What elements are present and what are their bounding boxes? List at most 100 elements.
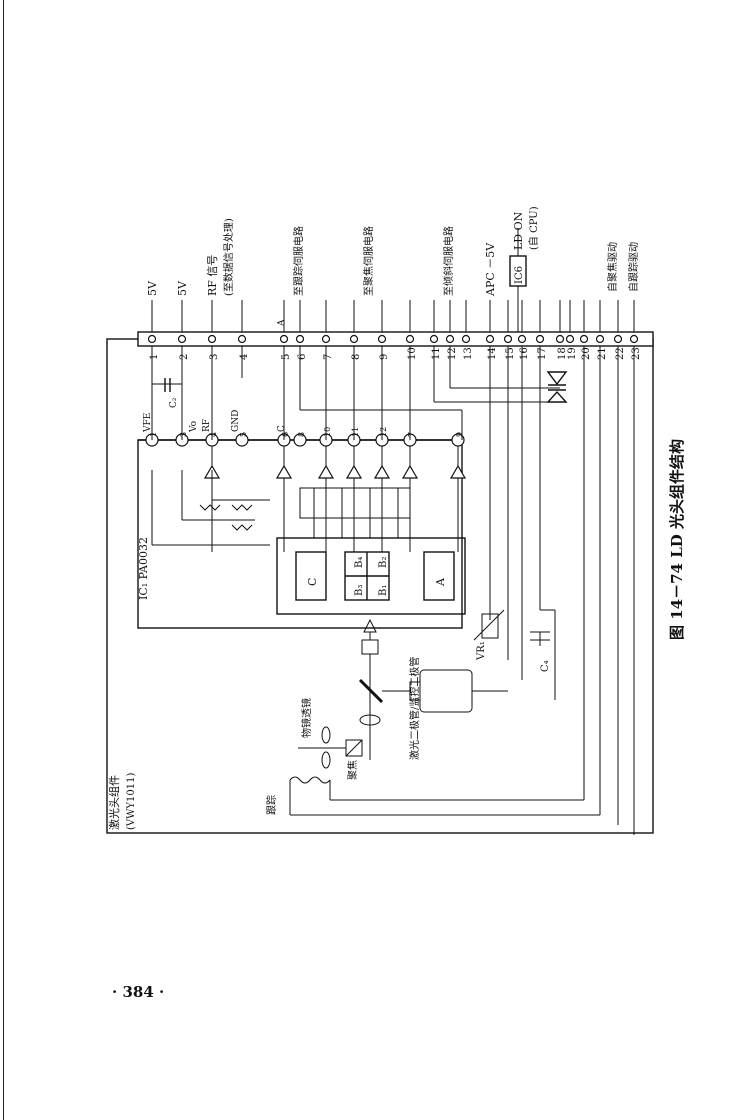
connector-pin-label: 14	[487, 347, 498, 360]
signal-ld-on: LD ON	[512, 211, 525, 250]
photodiode-b2-label: B₂	[378, 557, 389, 568]
connector-pin-label: 22	[615, 347, 626, 360]
connector-pin-20	[579, 334, 589, 344]
ic-pin-gnd: GND	[231, 410, 241, 432]
connector-pin-label: 18	[557, 347, 568, 360]
connector-pin-label: 4	[239, 354, 250, 360]
connector-pin-label: 10	[407, 347, 418, 360]
signal-track-drive: 自跟踪驱动	[627, 242, 640, 292]
label-objective: 物镜透镜	[300, 698, 313, 738]
photodiode-b3-label: B₃	[354, 585, 365, 596]
label-tracking: 跟踪	[265, 795, 278, 815]
photodiode-a	[423, 551, 455, 601]
ic1-label: IC₁ PA0032	[137, 537, 150, 600]
connector-a: A	[277, 319, 287, 327]
connector-pin-14	[485, 334, 495, 344]
connector-pin-label: 19	[567, 347, 578, 360]
connector-pin-23	[629, 334, 639, 344]
connector-pin-label: 17	[537, 347, 548, 360]
tilt-diodes	[546, 371, 568, 403]
page-border-line	[3, 0, 4, 1120]
signal-rf-note: (至数据信号处理)	[222, 218, 235, 296]
connector-pin-5	[279, 334, 289, 344]
connector-pin-label: 15	[505, 347, 516, 360]
ic-pin-label: 8	[297, 432, 306, 437]
signal-ld-on-note: (自 CPU)	[527, 206, 540, 250]
connector-pin-10	[405, 334, 415, 344]
photodiode-c	[295, 551, 327, 601]
ic-pin-8	[293, 433, 307, 447]
connector-pin-3	[207, 334, 217, 344]
amplifier	[449, 464, 467, 479]
amplifier	[275, 464, 293, 479]
connector-pin-label: 12	[447, 347, 458, 360]
ic-pin-vo: Vo	[189, 421, 199, 433]
signal-tilt-servo: 至倾斜伺服电路	[442, 226, 455, 296]
connector-pin-label: 8	[351, 354, 362, 360]
connector-pin-16	[517, 334, 527, 344]
ic-pin-c: C	[277, 425, 287, 432]
connector-pin-label: 5	[281, 354, 292, 360]
connector-pin-15	[503, 334, 513, 344]
connector-pin-7	[321, 334, 331, 344]
connector-pin-label: 16	[519, 347, 530, 360]
ic-pin-label: 10	[323, 427, 332, 437]
ic-pin-label: 4	[209, 432, 218, 437]
ic-pin-label: 11	[351, 427, 360, 437]
connector-pin-1	[147, 334, 157, 344]
ic-pin-label: 12	[379, 427, 388, 437]
amplifier	[345, 464, 363, 479]
optical-path	[289, 618, 600, 816]
connector-pin-label: 11	[431, 347, 442, 360]
connector-pin-label: 23	[631, 347, 642, 360]
connector-pin-9	[377, 334, 387, 344]
label-c2: C₂	[169, 397, 179, 408]
assembly-model: (VWY1011)	[126, 773, 137, 830]
assembly-name: 激光头组件	[107, 775, 121, 830]
connector-pin-2	[177, 334, 187, 344]
connector-pin-4	[237, 334, 247, 344]
ic-pin-label: 6	[281, 432, 290, 437]
ic-pin-label: 7	[407, 432, 416, 437]
connector-pin-18	[555, 334, 565, 344]
amplifier	[373, 464, 391, 479]
connector-pin-13	[461, 334, 471, 344]
connector-pin-21	[595, 334, 605, 344]
ic-pin-label: 5	[239, 432, 248, 437]
signal-apc: APC －5V	[484, 242, 497, 297]
connector-pin-label: 13	[463, 347, 474, 360]
connector-pin-label: 3	[209, 354, 220, 360]
ic-pin-rf: RF	[202, 419, 212, 432]
connector-pin-label: 2	[179, 354, 190, 360]
connector-pin-11	[429, 334, 439, 344]
connector-pin-17	[535, 334, 545, 344]
connector-pin-8	[349, 334, 359, 344]
connector-pin-19	[565, 334, 575, 344]
label-laser-diode: 激光二极管/监控二极管	[408, 657, 421, 760]
label-ic6: IC6	[514, 266, 525, 284]
photodiode-array-frame	[276, 537, 466, 615]
figure-caption: 图 14－74 LD 光头组件结构	[668, 439, 686, 640]
capacitor-bank	[299, 487, 411, 538]
connector-pin-label: 1	[149, 354, 160, 360]
signal-5v: 5V	[176, 280, 189, 296]
connector-pin-12	[445, 334, 455, 344]
vr1-and-c4	[473, 609, 550, 646]
ic-pin-vfe: VFE	[143, 413, 153, 433]
ic-pin-label: 1	[149, 432, 158, 437]
connector-pin-label: 21	[597, 347, 608, 360]
signal-focus-servo: 至聚焦伺服电路	[362, 226, 375, 296]
label-focus: 聚焦	[346, 760, 359, 780]
connector-pin-22	[613, 334, 623, 344]
connector-pin-label: 20	[581, 347, 592, 360]
transistor-network	[151, 470, 270, 546]
connector-pin-label: 9	[379, 354, 390, 360]
signal-rf: RF 信号	[206, 255, 219, 296]
photodiode-a-label: A	[434, 577, 447, 587]
photodiode-b1-label: B₁	[378, 585, 389, 596]
connector-pin-label: 6	[297, 354, 308, 360]
label-vr1: VR₁	[476, 641, 487, 661]
photodiode-b4-label: B₄	[354, 557, 365, 568]
